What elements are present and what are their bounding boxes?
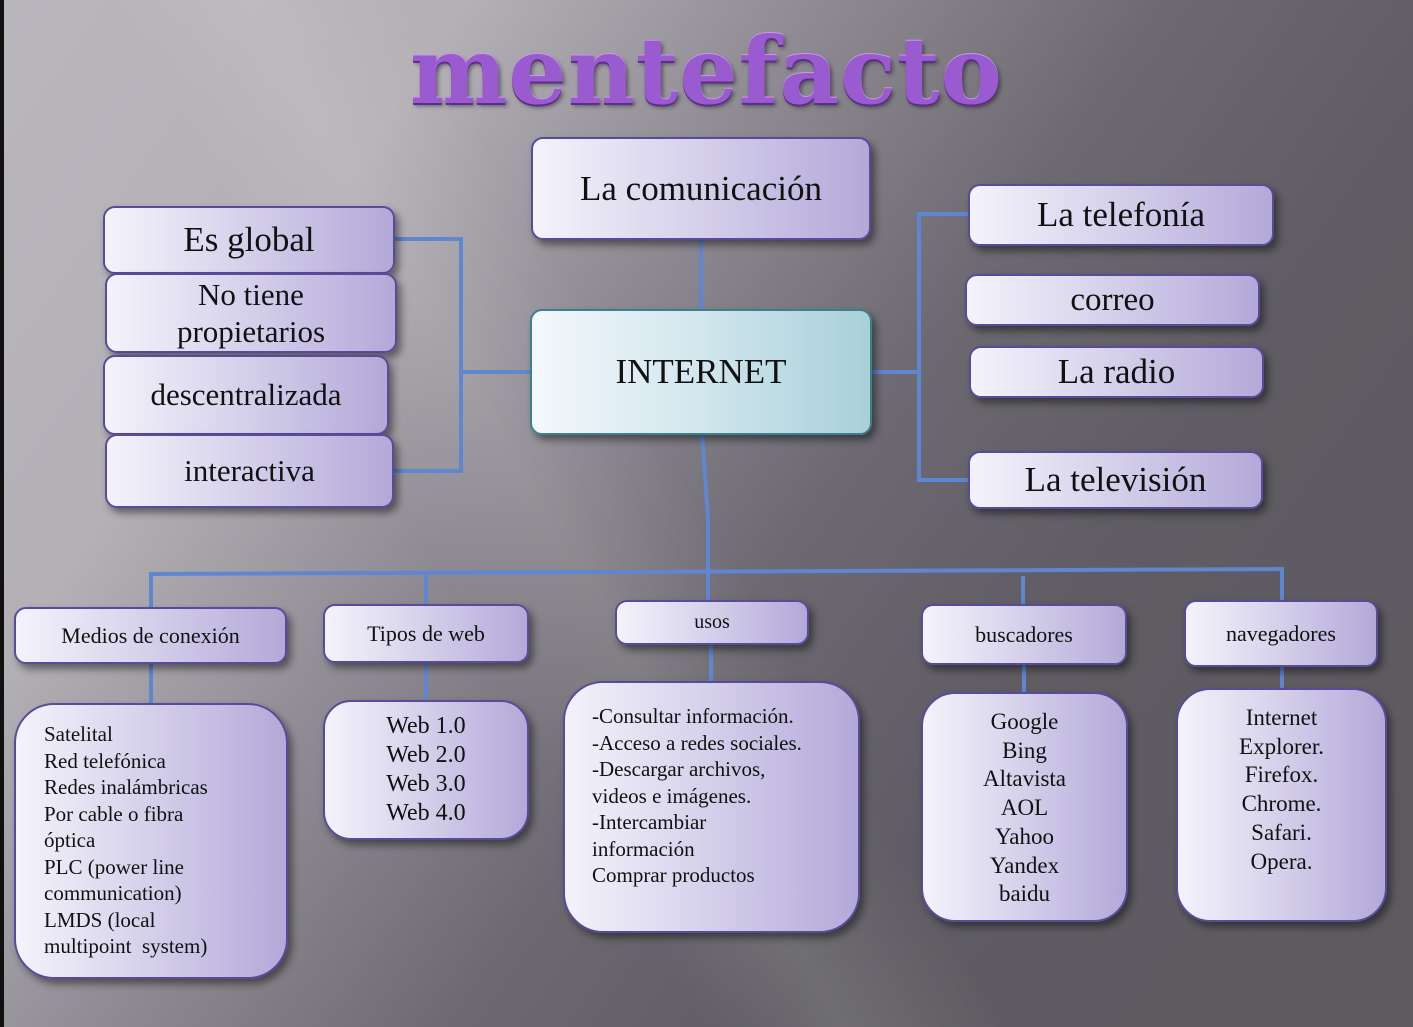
list-items: Satelital Red telefónica Redes inalámbri…: [44, 721, 208, 960]
list-item: Google: [990, 709, 1059, 734]
list-item: Web 2.0: [386, 742, 466, 768]
list-item: -Acceso a redes sociales.: [592, 730, 802, 755]
node-es-global[interactable]: Es global: [103, 206, 395, 274]
connector-list-1: [149, 663, 153, 705]
connector-right-top: [917, 212, 969, 216]
connector-left-top: [393, 237, 463, 241]
category-label: navegadores: [1226, 620, 1336, 646]
list-item: communication): [44, 881, 182, 905]
category-tipos-de-web[interactable]: Tipos de web: [323, 604, 529, 663]
connector-center-down-2: [706, 520, 710, 602]
node-no-tiene-propietarios[interactable]: No tiene propietarios: [105, 273, 397, 353]
node-label: Es global: [183, 220, 315, 259]
connector-drop-1: [149, 572, 153, 608]
category-medios-de-conexion[interactable]: Medios de conexión: [14, 607, 287, 664]
list-item: Firefox.: [1244, 762, 1319, 788]
list-item: Web 3.0: [386, 771, 466, 797]
list-items: Internet Explorer. Firefox. Chrome. Safa…: [1239, 704, 1324, 876]
list-item: -Intercambiar: [592, 810, 707, 834]
node-label: La telefonía: [1036, 195, 1206, 234]
list-item: -Consultar información.: [592, 704, 794, 728]
category-label: Medios de conexión: [61, 622, 240, 648]
list-item: Internet: [1245, 705, 1318, 730]
node-telefonia[interactable]: La telefonía: [968, 184, 1274, 246]
connector-left-center: [459, 370, 531, 374]
list-item: Yandex: [989, 852, 1060, 878]
node-correo[interactable]: correo: [965, 274, 1260, 326]
list-medios-de-conexion: Satelital Red telefónica Redes inalámbri…: [14, 703, 288, 979]
list-item: Chrome.: [1241, 791, 1322, 817]
list-item: óptica: [44, 828, 96, 852]
connector-drop-5: [1280, 568, 1284, 602]
category-navegadores[interactable]: navegadores: [1184, 600, 1378, 667]
list-item: Opera.: [1250, 848, 1313, 874]
node-radio[interactable]: La radio: [969, 346, 1264, 398]
list-item: información: [592, 836, 695, 861]
list-item: LMDS (local: [44, 907, 156, 932]
list-items: Web 1.0 Web 2.0 Web 3.0 Web 4.0: [386, 712, 465, 828]
list-buscadores: Google Bing Altavista AOL Yahoo Yandex b…: [921, 692, 1128, 922]
category-buscadores[interactable]: buscadores: [921, 604, 1127, 665]
connector-drop-4: [1021, 576, 1025, 606]
node-label: La comunicación: [580, 168, 822, 208]
list-item: Altavista: [982, 766, 1067, 792]
page-title: mentefacto: [410, 17, 1003, 125]
category-label: buscadores: [975, 621, 1073, 647]
list-item: Comprar productos: [592, 863, 755, 887]
list-item: Safari.: [1251, 819, 1312, 845]
list-item: Web 4.0: [386, 800, 466, 826]
list-item: Yahoo: [994, 823, 1054, 849]
node-label: correo: [1070, 281, 1155, 318]
node-label: interactiva: [184, 453, 315, 488]
connector-right-bottom: [917, 478, 969, 482]
list-navegadores: Internet Explorer. Firefox. Chrome. Safa…: [1176, 688, 1387, 922]
connector-left-bottom: [393, 469, 463, 473]
category-label: Tipos de web: [367, 620, 485, 646]
list-item: PLC (power line: [44, 854, 184, 879]
connector-drop-2: [424, 572, 428, 608]
connector-list-4: [1022, 663, 1026, 695]
category-label: usos: [694, 611, 730, 633]
list-item: -Descargar archivos,: [592, 757, 766, 781]
left-edge: [0, 0, 4, 1027]
connector-list-5: [1280, 666, 1284, 690]
node-comunicacion[interactable]: La comunicación: [531, 137, 871, 240]
connector-right-center: [870, 370, 920, 374]
node-label: La radio: [1057, 352, 1176, 391]
list-item: Web 1.0: [386, 713, 466, 739]
list-item: AOL: [1000, 795, 1049, 821]
list-item: Red telefónica: [44, 748, 166, 773]
category-usos[interactable]: usos: [615, 600, 809, 645]
list-items: Google Bing Altavista AOL Yahoo Yandex b…: [983, 708, 1066, 909]
list-item: Satelital: [44, 722, 113, 746]
node-descentralizada[interactable]: descentralizada: [103, 355, 389, 435]
list-item: baidu: [998, 881, 1051, 907]
list-item: Explorer.: [1239, 733, 1324, 759]
connector-top: [699, 238, 703, 310]
list-item: Bing: [1002, 737, 1047, 763]
list-tipos-de-web: Web 1.0 Web 2.0 Web 3.0 Web 4.0: [323, 700, 529, 840]
list-item: multipoint system): [44, 934, 208, 958]
list-items: -Consultar información. -Acceso a redes …: [592, 703, 802, 889]
node-label: INTERNET: [615, 352, 787, 391]
node-label: No tiene propietarios: [176, 277, 326, 349]
list-item: Redes inalámbricas: [44, 775, 208, 799]
node-label: descentralizada: [150, 377, 342, 412]
node-television[interactable]: La televisión: [968, 451, 1263, 509]
connector-list-3: [709, 643, 713, 685]
connector-right-vertical: [917, 212, 921, 482]
connector-list-2: [424, 662, 428, 702]
node-label: La televisión: [1024, 460, 1207, 499]
list-usos: -Consultar información. -Acceso a redes …: [563, 681, 860, 933]
node-internet[interactable]: INTERNET: [530, 309, 872, 435]
node-interactiva[interactable]: interactiva: [105, 434, 394, 508]
connector-left-vertical: [459, 237, 463, 473]
list-item: Por cable o fibra: [44, 801, 184, 826]
list-item: videos e imágenes.: [592, 783, 752, 808]
